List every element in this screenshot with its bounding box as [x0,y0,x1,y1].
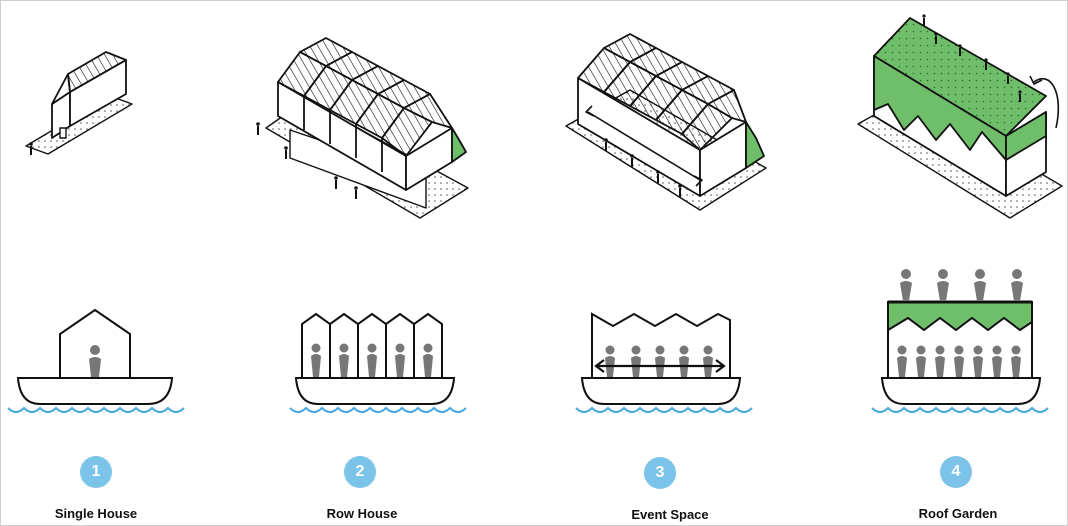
water-waves [289,406,467,413]
boat-hull [16,377,174,405]
iso-people-row [256,122,358,199]
roof-garden-fill [887,301,1033,332]
elevation-row-house [289,312,467,413]
elevation-event-space [575,312,753,413]
iso-single-house [25,51,133,155]
badge-2: 2 [344,456,376,488]
badge-3: 3 [644,457,676,489]
label-single-house: Single House [54,506,138,521]
boat-hull [294,377,456,405]
badge-1: 1 [80,456,112,488]
iso-roof-garden [857,14,1063,219]
iso-people-roof [922,14,1022,102]
house-outline [59,308,131,379]
person-icon [89,345,101,377]
people-icons [605,345,713,377]
boat-hull [580,377,742,405]
iso-event-space [565,33,767,211]
people-icons [311,343,433,377]
water-waves [871,406,1049,413]
water-waves [7,406,185,413]
label-row-house: Row House [326,506,398,521]
roof-people [900,269,1023,301]
elevation-single-house [7,308,185,413]
iso-person [29,142,33,155]
label-event-space: Event Space [631,507,709,522]
badge-4: 4 [940,456,972,488]
iso-people-event [604,138,682,197]
deck-people [897,345,1021,377]
water-waves [575,406,753,413]
boat-hull [880,377,1042,405]
label-roof-garden: Roof Garden [918,506,998,521]
iso-row-house [256,37,469,219]
elevation-roof-garden [871,269,1049,413]
